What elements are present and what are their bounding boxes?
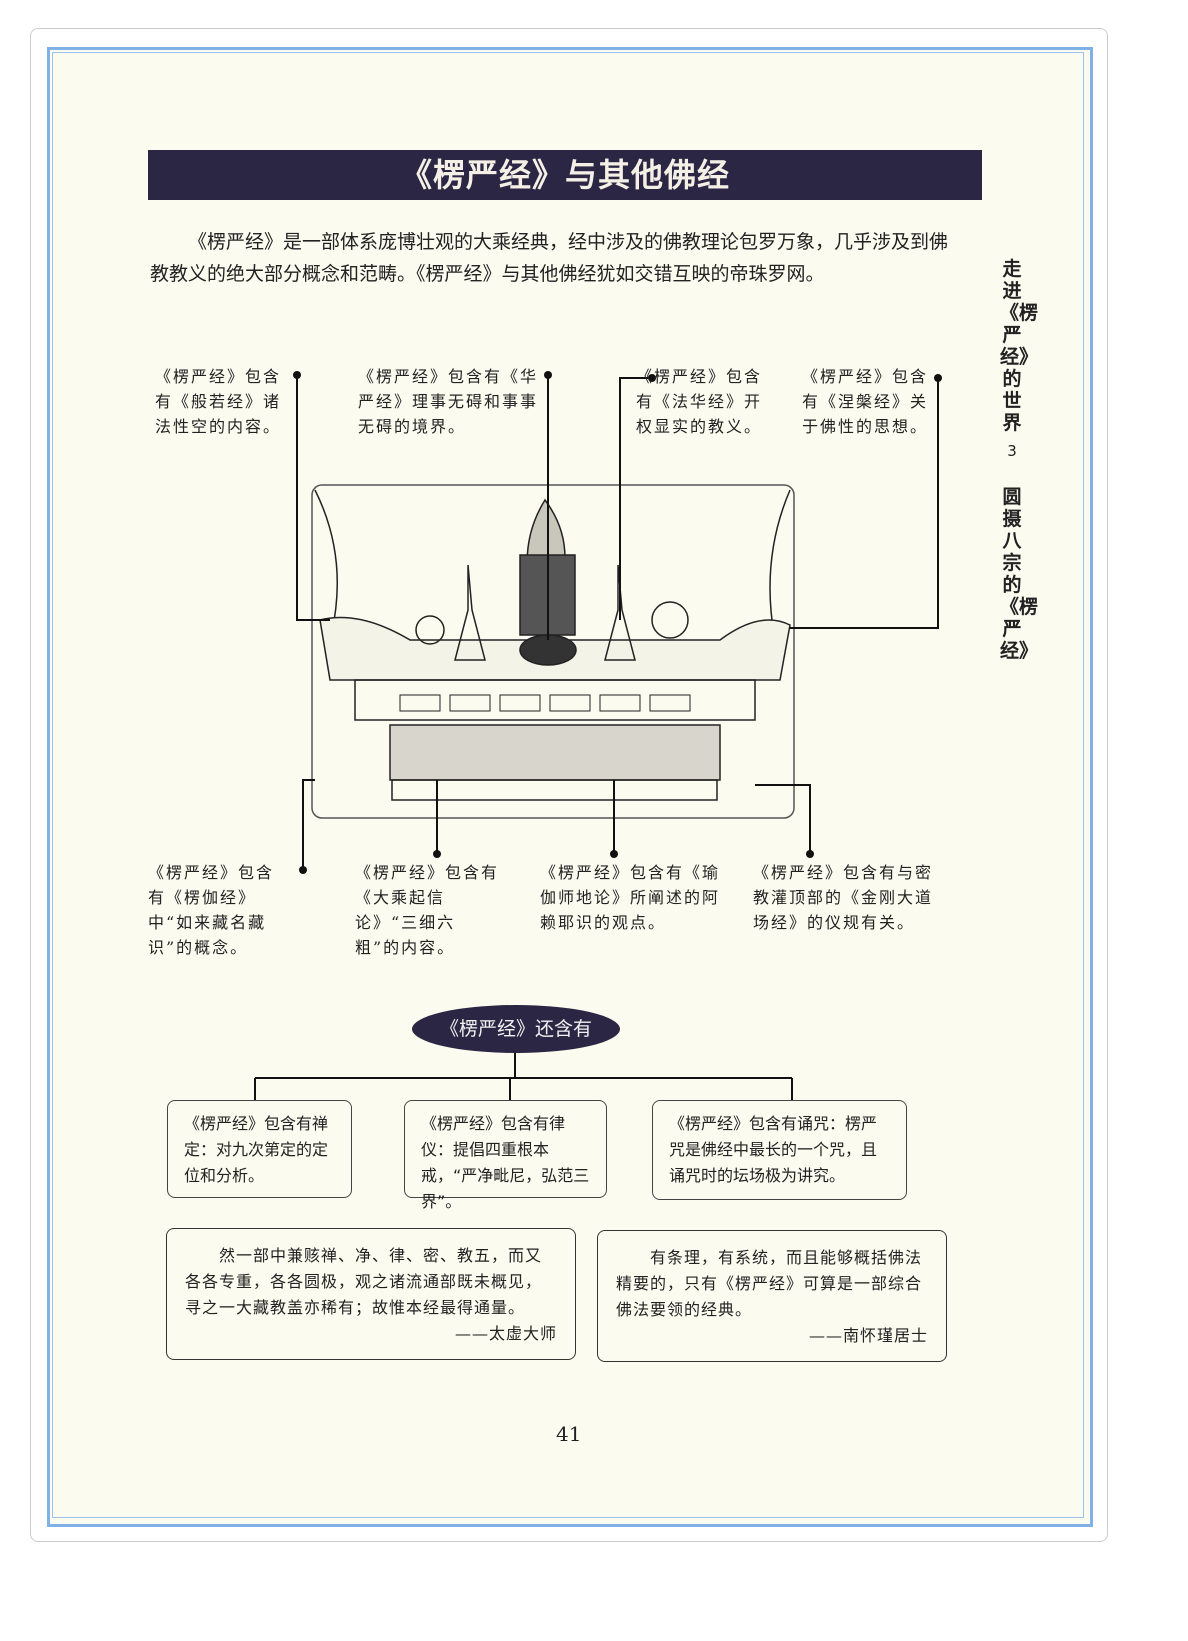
callout-avatamsaka: 《楞严经》包含有《华严经》理事无碍和事事无碍的境界。 [358,367,539,436]
callout-yogacara: 《楞严经》包含有《瑜伽师地论》所阐述的阿赖耶识的观点。 [540,863,721,932]
page-border [47,47,1093,1527]
quote-taixu: 然一部中兼赅禅、净、律、密、教五，而又各各专重，各各圆极，观之诸流通部既未概见，… [166,1228,576,1360]
quote-author: ——南怀瑾居士 [808,1326,928,1345]
callout-prajna: 《楞严经》包含有《般若经》诸法性空的内容。 [155,367,282,436]
page-title: 《楞严经》与其他佛经 [148,150,982,200]
callout-esoteric: 《楞严经》包含有与密教灌顶部的《金刚大道场经》的仪规有关。 [753,863,934,932]
also-contains-oval: 《楞严经》还含有 [412,1005,620,1053]
box-precepts: 《楞严经》包含有律仪：提倡四重根本戒，“严净毗尼，弘范三界”。 [404,1100,607,1211]
page-number: 41 [556,1422,582,1446]
quote-author: ——太虚大师 [454,1324,557,1343]
callout-lotus: 《楞严经》包含有《法华经》开权显实的教义。 [636,367,763,436]
box-meditation: 《楞严经》包含有禅定：对九次第定的定位和分析。 [167,1100,352,1198]
chapter-number: 3 [1007,442,1017,460]
callout-nirvana: 《楞严经》包含有《涅槃经》关于佛性的思想。 [802,367,929,436]
callout-lankavatara: 《楞严经》包含有《楞伽经》中“如来藏名藏识”的概念。 [148,863,275,957]
quote-text: 然一部中兼赅禅、净、律、密、教五，而又各各专重，各各圆极，观之诸流通部既未概见，… [185,1246,543,1317]
callout-awakening-faith: 《楞严经》包含有《大乘起信论》“三细六粗”的内容。 [355,863,500,957]
side-header: 走进《楞严经》的世界 3 圆摄八宗的《楞严经》 [1000,258,1038,662]
quote-text: 有条理，有系统，而且能够概括佛法精要的，只有《楞严经》可算是一部综合佛法要领的经… [616,1248,923,1319]
box-mantra: 《楞严经》包含有诵咒：楞严咒是佛经中最长的一个咒，且诵咒时的坛场极为讲究。 [652,1100,907,1200]
chapter-title: 走进《楞严经》的世界 [1000,258,1039,434]
quote-nan-huaijin: 有条理，有系统，而且能够概括佛法精要的，只有《楞严经》可算是一部综合佛法要领的经… [597,1230,947,1362]
section-title: 圆摄八宗的《楞严经》 [1000,486,1039,662]
page-inner-border [52,52,1084,1518]
intro-paragraph: 《楞严经》是一部体系庞博壮观的大乘经典，经中涉及的佛教理论包罗万象，几乎涉及到佛… [150,231,949,285]
